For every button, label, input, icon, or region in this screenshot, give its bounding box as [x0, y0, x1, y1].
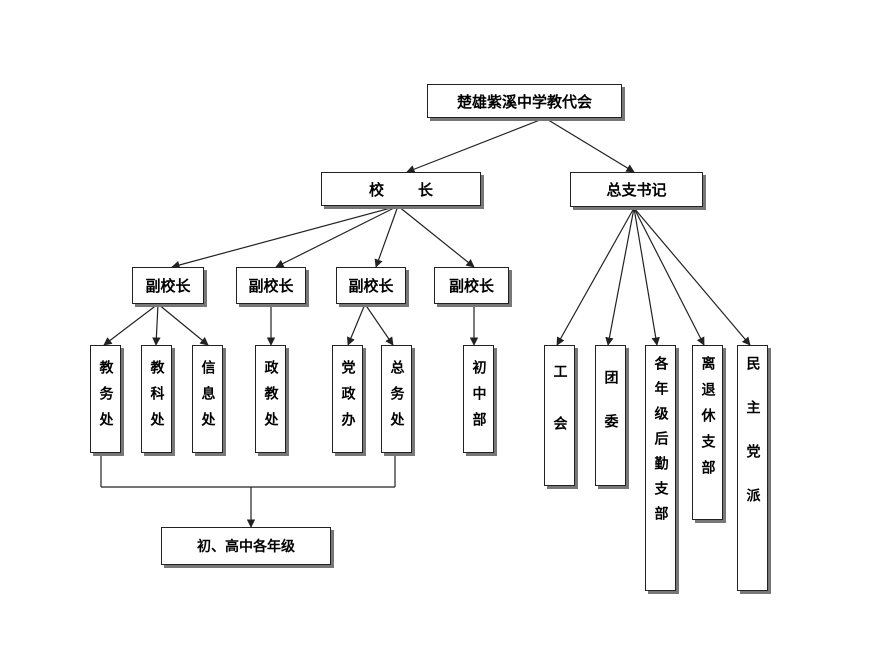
political-education-label: 政教处	[262, 360, 279, 438]
democratic-parties-box: 民主党派	[737, 345, 768, 591]
academic-affairs-box: 教务处	[90, 345, 121, 453]
congress-box: 楚雄紫溪中学教代会	[427, 84, 622, 118]
all-grades-box: 初、高中各年级	[161, 527, 331, 565]
research-box: 教科处	[141, 345, 172, 453]
research-label: 教科处	[148, 360, 165, 438]
principal-label: 校长	[368, 180, 467, 199]
information-box: 信息处	[192, 345, 223, 453]
party-secretary-label: 总支书记	[606, 181, 667, 199]
party-office-label: 党政办	[339, 360, 356, 438]
information-label: 信息处	[199, 360, 216, 438]
democratic-parties-label: 民主党派	[744, 356, 761, 532]
union-box: 工会	[544, 345, 575, 486]
vice-principal-box-4: 副校长	[434, 267, 509, 304]
all-grades-label: 初、高中各年级	[197, 539, 295, 555]
junior-division-label: 初中部	[470, 360, 487, 438]
junior-division-box: 初中部	[463, 345, 494, 453]
political-education-box: 政教处	[255, 345, 286, 453]
retired-branch-label: 离退休支部	[699, 356, 716, 486]
union-label: 工会	[551, 363, 568, 468]
general-affairs-label: 总务处	[388, 360, 405, 438]
logistics-branch-box: 各年级后勤支部	[645, 345, 676, 591]
party-secretary-box: 总支书记	[570, 172, 703, 207]
vice-principal-label-3: 副校长	[348, 277, 394, 295]
youth-league-box: 团委	[595, 345, 626, 486]
retired-branch-box: 离退休支部	[692, 345, 723, 520]
vice-principal-label-1: 副校长	[145, 277, 191, 295]
principal-box: 校长	[321, 172, 481, 206]
party-office-box: 党政办	[332, 345, 363, 453]
youth-league-label: 团委	[602, 370, 619, 458]
vice-principal-label-2: 副校长	[248, 277, 294, 295]
general-affairs-box: 总务处	[381, 345, 412, 453]
vice-principal-box-2: 副校长	[236, 267, 306, 304]
congress-label: 楚雄紫溪中学教代会	[456, 92, 592, 111]
vice-principal-box-3: 副校长	[336, 267, 406, 304]
vice-principal-label-4: 副校长	[448, 277, 494, 295]
vice-principal-box-1: 副校长	[132, 267, 204, 304]
logistics-branch-label: 各年级后勤支部	[652, 356, 669, 531]
academic-affairs-label: 教务处	[97, 360, 114, 438]
